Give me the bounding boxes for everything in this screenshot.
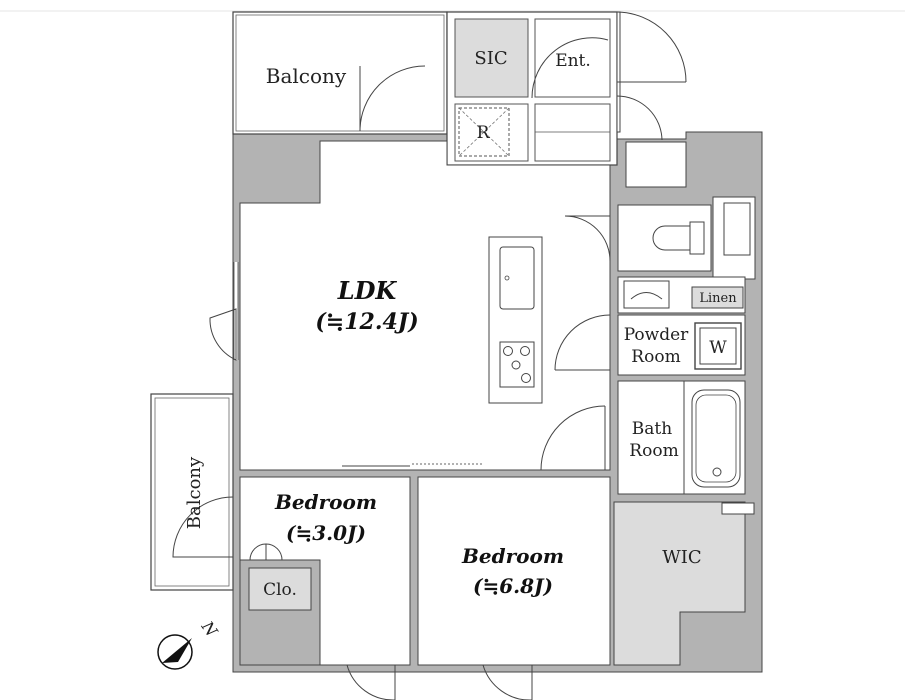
bedroom-large	[417, 476, 611, 666]
north-arrow-icon	[157, 634, 193, 670]
powder-room-label-1: Powder	[624, 325, 689, 345]
sink	[499, 246, 535, 310]
bath-room-label-2: Room	[629, 441, 678, 461]
bedroom-large-label: Bedroom	[461, 544, 564, 568]
entry-pillar	[625, 141, 687, 188]
balcony-side-label: Balcony	[184, 456, 205, 529]
wic-label: WIC	[662, 547, 701, 568]
wic-room	[613, 501, 746, 666]
bedroom-large-size-label: (≒6.8J)	[473, 574, 553, 598]
fridge-label: R	[477, 123, 491, 143]
bedroom-small-label: Bedroom	[274, 490, 377, 514]
washer-label: W	[709, 338, 727, 358]
stove	[499, 341, 535, 388]
powder-room-label-2: Room	[631, 347, 680, 367]
closet-label: Clo.	[263, 580, 297, 600]
ldk-size-label: (≒12.4J)	[315, 309, 418, 335]
entrance-label: Ent.	[555, 51, 591, 71]
bedroom-small-size-label: (≒3.0J)	[286, 521, 366, 545]
linen-cabinet	[691, 286, 744, 309]
balcony-top-label: Balcony	[266, 64, 347, 88]
compass-n-label: N	[197, 617, 222, 641]
bath-room-label-1: Bath	[632, 419, 672, 439]
sic-label: SIC	[474, 48, 507, 69]
washbasin	[623, 280, 670, 309]
closet	[248, 567, 312, 611]
linen-label: Linen	[699, 291, 737, 306]
ldk-label: LDK	[337, 276, 398, 305]
sic-closet	[454, 18, 529, 98]
shoe-cabinet	[534, 103, 611, 162]
toilet-tank	[689, 221, 705, 255]
